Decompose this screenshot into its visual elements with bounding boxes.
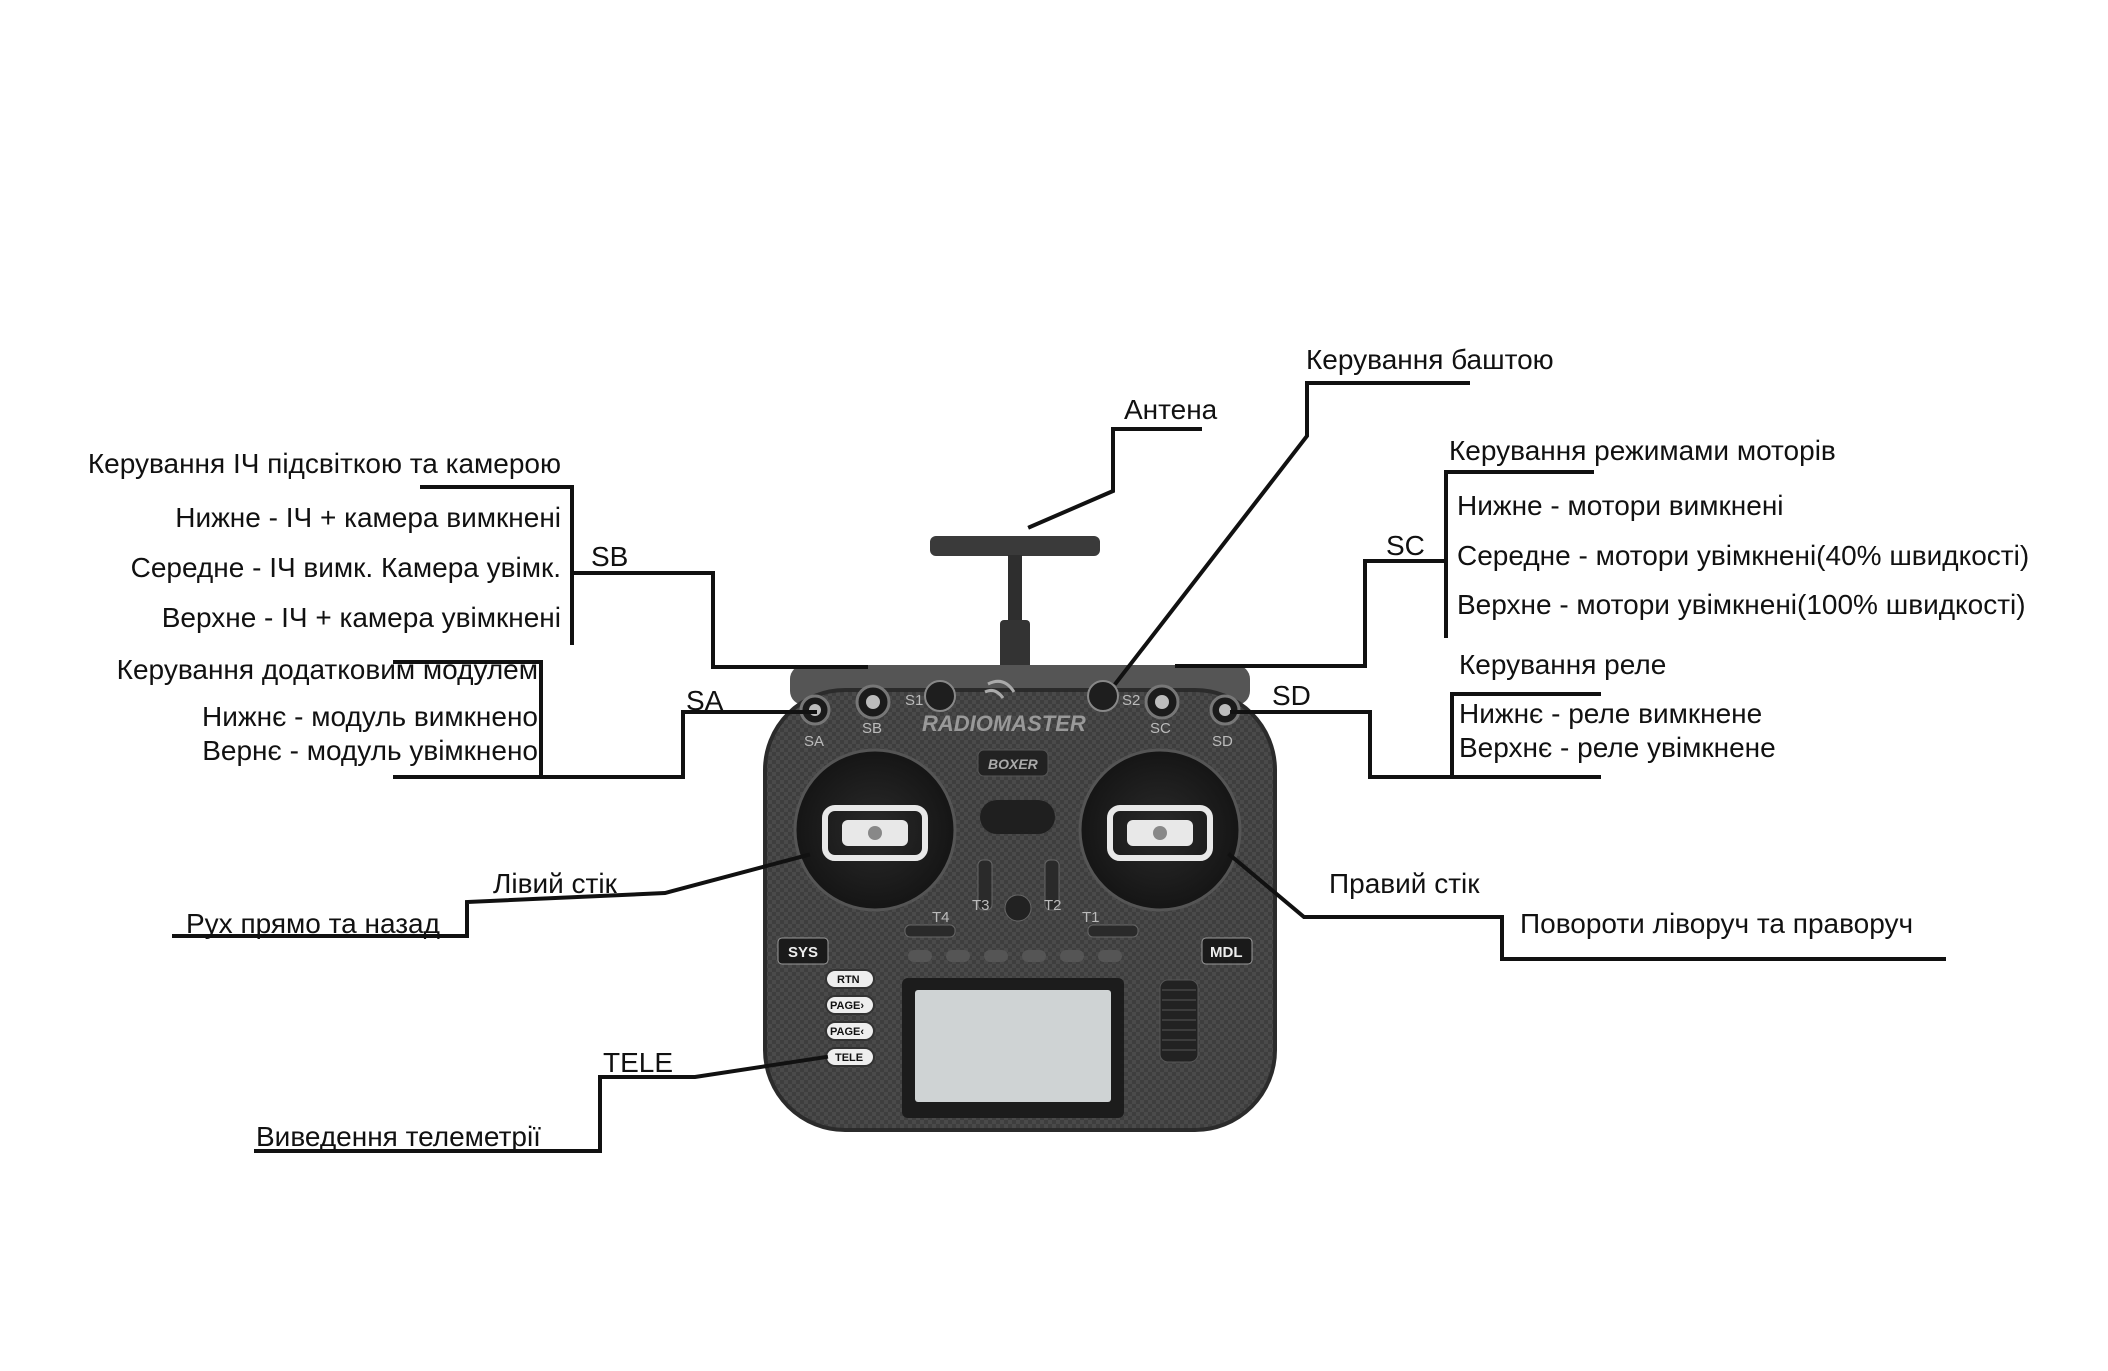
sd-title: Керування реле [1459,649,1666,680]
sc-position-low: Нижне - мотори вимкнені [1457,490,1784,521]
func-button[interactable] [984,950,1008,962]
function-buttons [908,950,1122,962]
knob-s2[interactable] [1087,680,1119,712]
sb-position-low: Нижне - ІЧ + камера вимкнені [175,502,561,533]
mark-t2: T2 [1044,897,1062,914]
page-next-button[interactable]: PAGE› [825,995,875,1015]
left-stick[interactable] [793,748,957,912]
model-badge [977,749,1049,777]
antenna-leader [1027,427,1202,530]
left-stick-leader [172,852,811,938]
model-label: BOXER [988,756,1039,772]
trim-t4[interactable] [904,924,956,938]
sa-position-low: Нижнє - модуль вимкнено [202,701,538,732]
trim-t2[interactable] [1044,859,1060,911]
turret-label: Керування баштою [1306,344,1554,375]
knob-s1[interactable] [924,680,956,712]
sd-position-high: Верхнє - реле увімкнене [1459,732,1776,763]
page-next-label: PAGE› [830,1000,864,1012]
antenna-label: Антена [1124,394,1218,425]
sc-leader [1175,559,1367,668]
left-stick-label: Лівий стік [493,868,618,899]
rtn-button[interactable]: RTN [825,969,875,989]
center-pill [980,800,1055,834]
mdl-button[interactable]: MDL [1201,937,1253,965]
radiomaster-logo-icon [984,679,1016,699]
sb-bracket [420,485,574,645]
turret-leader [1113,381,1470,686]
sys-label: SYS [788,944,818,961]
mark-sa: SA [804,733,824,750]
antenna-mast [1008,555,1022,625]
sc-switch-label: SC [1386,530,1425,561]
sd-switch-label: SD [1272,680,1311,711]
mark-s2: S2 [1122,692,1140,709]
mark-t1: T1 [1082,909,1100,926]
trim-t1[interactable] [1087,924,1139,938]
func-button[interactable] [1060,950,1084,962]
tele-button-label: TELE [835,1052,863,1064]
tele-leader [254,1054,829,1153]
right-stick-label: Правий стік [1329,868,1480,899]
sd-bracket [1450,692,1601,779]
right-stick[interactable] [1078,748,1242,912]
mark-s1: S1 [905,692,923,709]
page-prev-label: PAGE‹ [830,1026,864,1038]
callout-lines [172,381,1946,1153]
switch-sb[interactable] [855,684,891,720]
page-prev-button[interactable]: PAGE‹ [825,1021,875,1041]
func-button[interactable] [908,950,932,962]
antenna-bar [930,536,1100,556]
sc-bracket [1444,470,1594,638]
tele-function: Виведення телеметрії [256,1121,541,1152]
tele-button[interactable]: TELE [825,1047,875,1067]
lcd-screen [915,990,1111,1102]
sa-position-high: Вернє - модуль увімкнено [202,735,538,766]
func-button[interactable] [1098,950,1122,962]
sa-leader [539,710,817,779]
mark-sb: SB [862,720,882,737]
sys-button[interactable]: SYS [777,937,829,965]
right-stick-leader [1227,852,1946,961]
trim-t3[interactable] [977,859,993,911]
mdl-label: MDL [1210,944,1243,961]
callout-labels: Антена Керування баштою Керування ІЧ під… [88,344,2029,1152]
sb-leader [711,571,868,669]
sb-position-mid: Середне - ІЧ вимк. Камера увімк. [131,552,561,583]
sd-position-low: Нижнє - реле вимкнене [1459,698,1762,729]
sa-bracket [393,660,543,779]
right-stick-function: Повороти ліворуч та праворуч [1520,908,1913,939]
sb-position-high: Верхне - ІЧ + камера увімкнені [162,602,561,633]
mark-t3: T3 [972,897,990,914]
sb-switch-label: SB [591,541,628,572]
func-button[interactable] [1022,950,1046,962]
sb-title: Керування ІЧ підсвіткою та камерою [88,448,561,479]
sc-title: Керування режимами моторів [1449,435,1836,466]
brand-label: RADIOMASTER [922,711,1086,736]
switch-sc[interactable] [1144,684,1180,720]
func-button[interactable] [946,950,970,962]
sd-leader [1230,710,1454,779]
left-stick-function: Рух прямо та назад [186,908,440,939]
sc-position-high: Верхне - мотори увімкнені(100% швидкості… [1457,589,2026,620]
antenna-base [1000,620,1030,670]
mark-sc: SC [1150,720,1171,737]
scroll-wheel[interactable] [1159,979,1199,1063]
mark-t4: T4 [932,909,950,926]
mark-sd: SD [1212,733,1233,750]
power-button[interactable] [1004,894,1032,922]
rtn-label: RTN [837,974,860,986]
sa-switch-label: SA [686,685,724,716]
tele-label: TELE [603,1047,673,1078]
sc-position-mid: Середне - мотори увімкнені(40% швидкості… [1457,540,2029,571]
sa-title: Керування додатковим модулем [117,654,538,685]
radio-transmitter: SA SB S1 S2 SC SD RADIOMASTER BOXER [763,536,1277,1132]
